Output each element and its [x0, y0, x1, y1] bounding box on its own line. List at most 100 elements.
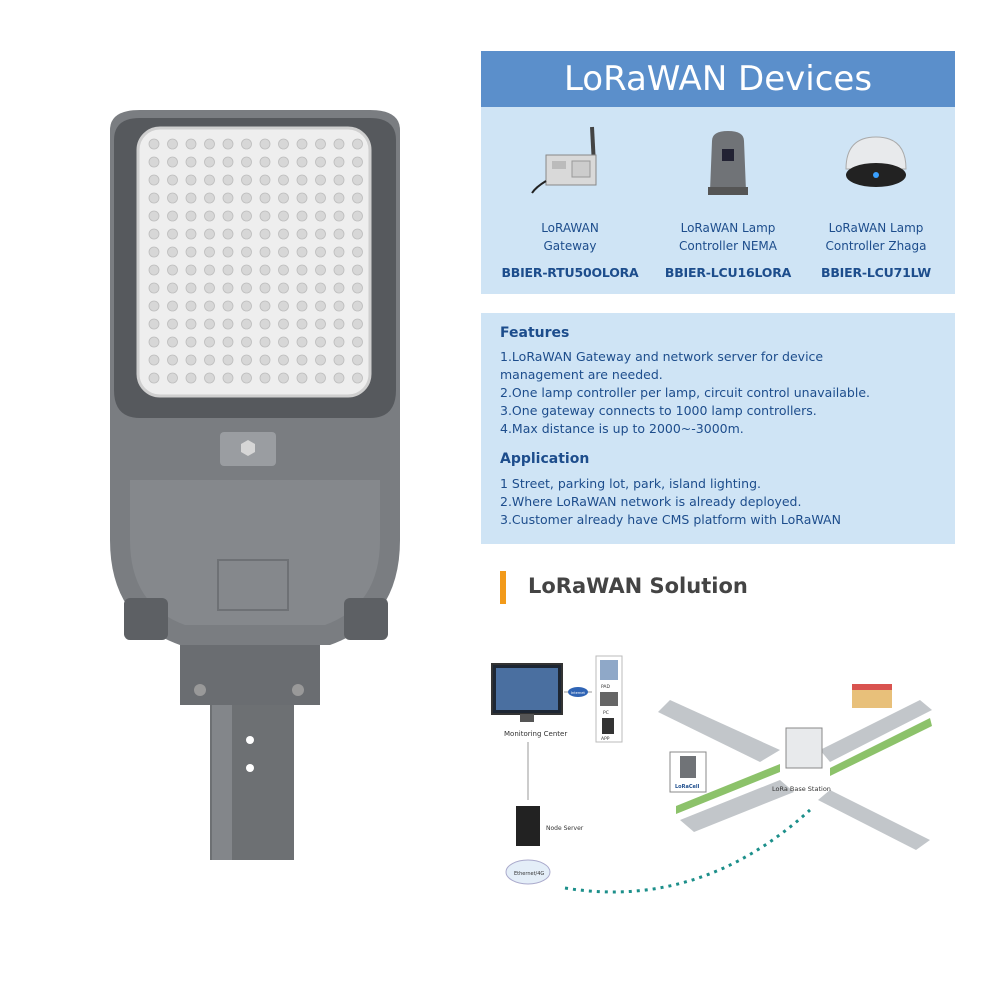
features-panel: Features 1.LoRaWAN Gateway and network s…	[481, 313, 955, 544]
led-dot	[185, 156, 197, 168]
led-dot	[167, 174, 178, 186]
led-dot	[222, 282, 234, 294]
led-dot	[185, 336, 197, 348]
led-dot	[148, 156, 160, 168]
led-dot	[296, 264, 308, 276]
device-name: LoRaWAN Lamp Controller Zhaga	[825, 221, 927, 253]
building-icon	[852, 688, 892, 708]
led-dot	[204, 246, 215, 258]
street-lamp-image	[110, 110, 400, 860]
nema-controller-icon	[708, 131, 748, 195]
led-dot	[352, 372, 363, 384]
led-dot	[333, 318, 345, 330]
led-dot	[315, 174, 326, 186]
led-dot	[259, 264, 271, 276]
led-dot	[148, 336, 160, 348]
features-line: 3.One gateway connects to 1000 lamp cont…	[500, 403, 817, 418]
led-dot	[167, 336, 178, 348]
led-dot	[222, 156, 234, 168]
led-dot	[204, 192, 215, 204]
device-model: BBIER-RTU50OLORA	[501, 265, 639, 280]
led-dot	[148, 228, 160, 240]
led-dot	[167, 210, 178, 222]
led-dot	[352, 354, 363, 366]
led-dot	[352, 174, 363, 186]
led-dot	[222, 174, 234, 186]
led-dot	[259, 192, 271, 204]
device-nema-controller: LoRaWAN Lamp Controller NEMA BBIER-LCU16…	[649, 107, 807, 294]
led-dot	[148, 210, 160, 222]
device-zhaga-controller: LoRaWAN Lamp Controller Zhaga BBIER-LCU7…	[797, 107, 955, 294]
led-dot	[278, 336, 289, 348]
led-dot	[259, 282, 271, 294]
led-dot	[241, 318, 252, 330]
led-dot	[259, 228, 271, 240]
led-dot	[241, 354, 252, 366]
led-dot	[352, 228, 363, 240]
led-dot	[222, 210, 234, 222]
led-dot	[333, 264, 345, 276]
led-dot	[204, 300, 215, 312]
led-dot	[222, 264, 234, 276]
led-dot	[278, 192, 289, 204]
device-name: LoRaWAN Lamp Controller NEMA	[679, 221, 777, 253]
features-title: Features	[500, 325, 570, 341]
led-dot	[352, 336, 363, 348]
led-dot	[333, 300, 345, 312]
led-dot	[278, 138, 289, 150]
led-dot	[259, 156, 271, 168]
led-dot	[148, 300, 160, 312]
led-dot	[296, 192, 308, 204]
gateway-icon	[531, 126, 597, 194]
led-dot	[222, 138, 234, 150]
led-dot	[278, 228, 289, 240]
led-dot	[352, 318, 363, 330]
led-dot	[278, 372, 289, 384]
led-dot	[259, 372, 271, 384]
led-dot	[222, 336, 234, 348]
led-dot	[185, 210, 197, 222]
led-dot	[204, 318, 215, 330]
led-dot	[185, 192, 197, 204]
led-dot	[167, 282, 178, 294]
application-line: 2.Where LoRaWAN network is already deplo…	[500, 494, 802, 509]
led-dot	[333, 192, 345, 204]
led-dot	[185, 228, 197, 240]
led-dot	[148, 174, 160, 186]
devices-header: LoRaWAN Devices	[481, 51, 955, 107]
led-dot	[333, 210, 345, 222]
led-dot	[167, 156, 178, 168]
led-dot	[204, 282, 215, 294]
node-server-icon	[516, 806, 540, 846]
led-dot	[278, 354, 289, 366]
led-dot	[185, 138, 197, 150]
led-dot	[333, 336, 345, 348]
led-dot	[241, 300, 252, 312]
device-model: BBIER-LCU71LW	[821, 265, 931, 280]
features-line: 4.Max distance is up to 2000~-3000m.	[500, 421, 744, 436]
svg-text:APP: APP	[601, 736, 610, 742]
led-dot	[241, 138, 252, 150]
led-dot	[241, 264, 252, 276]
svg-text:LoRa Base Station: LoRa Base Station	[772, 785, 831, 793]
led-dot	[259, 210, 271, 222]
led-dot	[167, 264, 178, 276]
led-dot	[352, 156, 363, 168]
features-line: management are needed.	[500, 367, 663, 382]
zhaga-controller-icon	[845, 136, 907, 187]
led-dot	[315, 282, 326, 294]
svg-text:PC: PC	[603, 710, 609, 716]
led-dot	[333, 354, 345, 366]
application-line: 1 Street, parking lot, park, island ligh…	[500, 476, 761, 491]
led-dot	[352, 138, 363, 150]
led-dot	[278, 318, 289, 330]
led-dot	[315, 318, 326, 330]
led-dot	[352, 300, 363, 312]
led-dot	[315, 210, 326, 222]
led-dot	[185, 246, 197, 258]
led-dot	[315, 372, 326, 384]
led-dot	[315, 192, 326, 204]
led-dot	[241, 246, 252, 258]
led-dot	[278, 246, 289, 258]
led-dot	[222, 228, 234, 240]
